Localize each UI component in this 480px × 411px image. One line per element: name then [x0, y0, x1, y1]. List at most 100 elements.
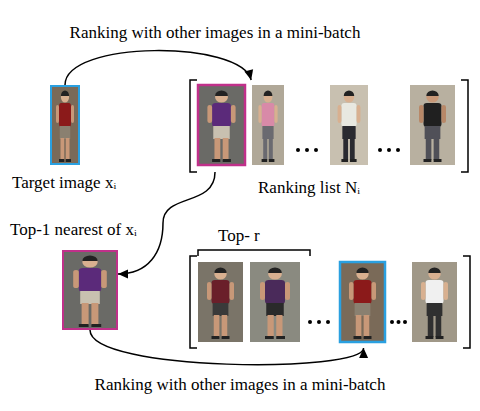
person-photo-part: [212, 103, 231, 127]
person-photo-part: [356, 315, 362, 337]
person-photo-part: [264, 92, 273, 103]
arrow-caption: Ranking with other images in a mini-batc…: [67, 23, 364, 43]
person-photo-part: [214, 138, 220, 160]
person-photo-part: [59, 159, 64, 162]
list-bracket: [190, 256, 470, 348]
person-photo-part: [262, 159, 268, 162]
ellipsis-dots-part: [387, 148, 391, 152]
person-photo-part: [349, 282, 354, 300]
person-photo: [198, 262, 243, 342]
image-caption: Top-1 nearest of xᵢ: [10, 220, 137, 240]
person-photo-part: [260, 282, 265, 300]
person-photo-part: [266, 303, 284, 316]
person-photo-part: [269, 159, 275, 162]
person-photo-part: [222, 336, 230, 339]
person-photo-part: [207, 282, 212, 300]
person-photo-part: [426, 91, 438, 97]
person-photo-part: [213, 126, 229, 139]
ellipsis-dots-part: [378, 148, 382, 152]
person-photo-part: [80, 291, 100, 304]
person-photo-part: [265, 336, 274, 339]
curved-arrow: [90, 330, 364, 365]
person-photo-part: [350, 159, 357, 162]
person-photo-part: [82, 303, 89, 325]
top1-highlight-frame: [198, 85, 245, 165]
person-photo-part: [91, 324, 101, 327]
person-photo-part: [59, 103, 71, 127]
person-photo-part: [344, 92, 354, 103]
person-photo-part: [198, 262, 243, 342]
ellipsis-dots-part: [396, 148, 400, 152]
person-photo-part: [222, 315, 228, 337]
ellipsis-dots-part: [397, 320, 401, 324]
person-photo-part: [50, 85, 80, 165]
person-photo: [340, 262, 385, 342]
person-photo-part: [364, 315, 370, 337]
person-photo-part: [436, 315, 442, 337]
person-photo-part: [356, 268, 368, 274]
person-photo-part: [215, 92, 228, 103]
person-photo-part: [356, 269, 368, 280]
person-photo-part: [262, 103, 275, 127]
ellipsis-dots-part: [403, 320, 407, 324]
person-photo-part: [230, 282, 235, 300]
person-photo-part: [357, 105, 361, 123]
person-photo-part: [61, 92, 69, 103]
person-photo: [62, 250, 118, 330]
person-photo-part: [79, 268, 101, 292]
person-photo-part: [56, 105, 59, 123]
top-r-bracket: [198, 250, 310, 256]
person-photo-part: [428, 315, 434, 337]
person-photo-part: [424, 103, 442, 127]
person-photo-part: [444, 282, 449, 300]
person-photo-part: [60, 126, 71, 139]
top1-image-box: Top-1 nearest of xᵢ: [62, 250, 118, 330]
person-photo-part: [223, 159, 231, 162]
person-photo-part: [341, 103, 356, 127]
person-photo-part: [268, 315, 274, 337]
person-photo-part: [372, 282, 377, 300]
person-photo-part: [342, 126, 355, 139]
person-photo-part: [252, 85, 284, 165]
person-photo-part: [330, 85, 368, 165]
person-photo-part: [101, 270, 107, 288]
ellipsis-dots-part: [317, 320, 321, 324]
arrowhead: [244, 69, 253, 80]
person-photo-part: [214, 268, 226, 274]
person-photo-part: [276, 315, 282, 337]
person-photo: [198, 85, 245, 165]
person-photo-part: [434, 138, 440, 160]
person-photo-part: [442, 105, 447, 123]
person-photo: [250, 262, 300, 342]
person-photo-part: [344, 91, 354, 97]
person-photo-part: [426, 138, 432, 160]
ellipsis-dots-part: [326, 320, 330, 324]
person-photo-part: [66, 138, 70, 160]
person-photo-part: [427, 303, 443, 316]
person-photo-part: [428, 268, 440, 274]
person-photo-part: [214, 315, 220, 337]
person-photo-part: [198, 85, 245, 165]
ranking-list-box: Ranking list Nᵢ: [190, 80, 468, 172]
person-photo-part: [426, 336, 434, 339]
arrowhead: [118, 270, 128, 279]
person-photo-part: [340, 262, 385, 342]
image-caption: Ranking list Nᵢ: [258, 178, 360, 198]
person-photo-part: [71, 105, 74, 123]
person-photo-part: [426, 92, 438, 103]
person-photo: [330, 85, 368, 165]
person-photo-part: [62, 250, 118, 330]
person-photo: [412, 262, 457, 342]
ellipsis-dots-part: [390, 320, 394, 324]
person-photo-part: [82, 256, 97, 262]
person-photo-part: [354, 336, 362, 339]
person-photo-part: [426, 280, 444, 304]
person-photo-part: [428, 269, 440, 280]
ellipsis-dots-part: [308, 320, 312, 324]
person-photo: [50, 85, 80, 165]
person-photo-part: [212, 159, 220, 162]
person-photo-part: [434, 159, 442, 162]
person-photo-part: [276, 336, 285, 339]
